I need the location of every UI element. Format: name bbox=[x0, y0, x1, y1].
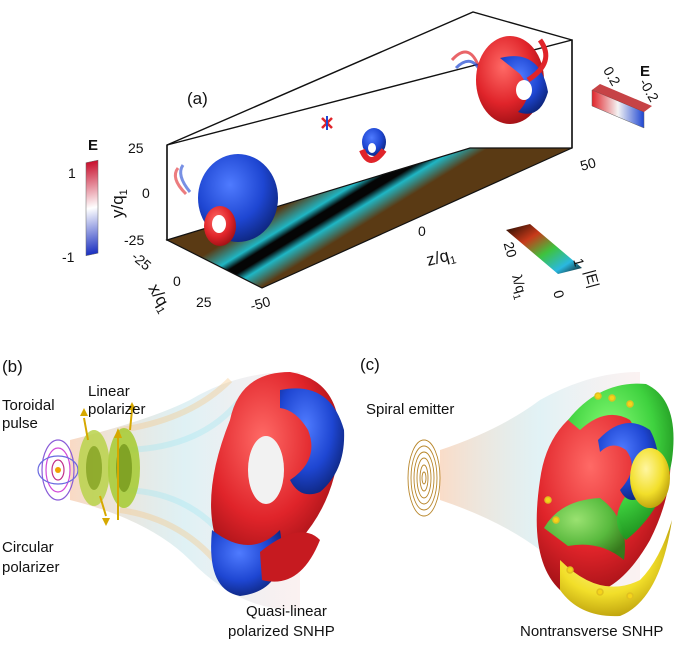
colorbar-abs-min: 0 bbox=[550, 288, 568, 300]
panel-b-label: (b) bbox=[2, 357, 23, 376]
panel-c-snhp bbox=[536, 383, 674, 617]
colorbar-abs-lambda-label: λ/q1 bbox=[505, 273, 531, 302]
colorbar-small-max: 0.2 bbox=[600, 64, 624, 89]
circular-polarizer-icon bbox=[78, 408, 110, 526]
z-tick-pos: 50 bbox=[578, 154, 597, 174]
output-b-label-line1: Quasi-linear bbox=[246, 603, 327, 620]
panel-a-torus-left bbox=[173, 154, 278, 246]
panel-a-x-axis: -25 0 25 x/q1 bbox=[129, 248, 212, 316]
z-tick-neg: -50 bbox=[248, 293, 272, 314]
y-axis-label: y/q1 bbox=[108, 189, 130, 218]
x-tick-zero: 0 bbox=[173, 273, 181, 289]
spiral-emitter-label: Spiral emitter bbox=[366, 401, 454, 418]
panel-a-beam-floor bbox=[165, 147, 573, 289]
colorbar-abs-max: 1 bbox=[570, 256, 588, 268]
nontransverse-label: Nontransverse SNHP bbox=[520, 623, 663, 640]
colorbar-abs: |E| 1 0 20 λ/q1 bbox=[501, 224, 602, 302]
panel-a-y-axis: 25 0 -25 y/q1 bbox=[108, 140, 150, 248]
colorbar-small-title: E bbox=[640, 63, 650, 80]
linear-label-line1: Linear bbox=[88, 383, 130, 400]
panel-a-label: (a) bbox=[187, 89, 208, 108]
panel-b-texts: Toroidal pulse Linear polarizer Circular… bbox=[2, 383, 335, 640]
panel-a-torus-right bbox=[450, 36, 549, 124]
z-axis-label: z/q1 bbox=[424, 244, 457, 272]
colorbar-e: E 1 -1 bbox=[62, 137, 99, 265]
colorbar-e-title: E bbox=[88, 137, 98, 154]
colorbar-e-max: 1 bbox=[68, 165, 76, 181]
panel-b: (b) bbox=[2, 357, 345, 640]
panel-a-z-axis: -50 0 50 z/q1 bbox=[248, 154, 597, 314]
toroidal-pulse-icon bbox=[37, 439, 79, 501]
panel-b-snhp bbox=[211, 372, 345, 596]
toroidal-label-line2: pulse bbox=[2, 415, 38, 432]
circular-label-line2: polarizer bbox=[2, 559, 60, 576]
spiral-emitter-icon bbox=[407, 439, 441, 517]
x-tick-pos: 25 bbox=[196, 294, 212, 310]
z-tick-zero: 0 bbox=[418, 223, 426, 239]
panel-a-torus-middle bbox=[321, 116, 387, 163]
panel-c: (c) Spiral emitter Nont bbox=[360, 355, 674, 640]
y-tick-mid: 0 bbox=[142, 185, 150, 201]
colorbar-small: E 0.2 -0.2 bbox=[591, 63, 662, 129]
panel-c-label: (c) bbox=[360, 355, 380, 374]
circular-label-line1: Circular bbox=[2, 539, 54, 556]
panel-a: E 1 -1 25 0 -25 y/q1 -25 0 25 x/q1 -50 0… bbox=[62, 11, 662, 316]
toroidal-label-line1: Toroidal bbox=[2, 397, 55, 414]
colorbar-abs-label: |E| bbox=[581, 268, 602, 290]
y-tick-top: 25 bbox=[128, 140, 144, 156]
y-tick-bottom: -25 bbox=[124, 232, 144, 248]
x-axis-label: x/q1 bbox=[142, 281, 175, 317]
x-tick-neg: -25 bbox=[129, 248, 155, 273]
output-b-label-line2: polarized SNHP bbox=[228, 623, 335, 640]
colorbar-e-min: -1 bbox=[62, 249, 75, 265]
linear-polarizer-icon bbox=[108, 402, 140, 520]
colorbar-abs-lambda-value: 20 bbox=[501, 240, 521, 259]
linear-label-line2: polarizer bbox=[88, 401, 146, 418]
